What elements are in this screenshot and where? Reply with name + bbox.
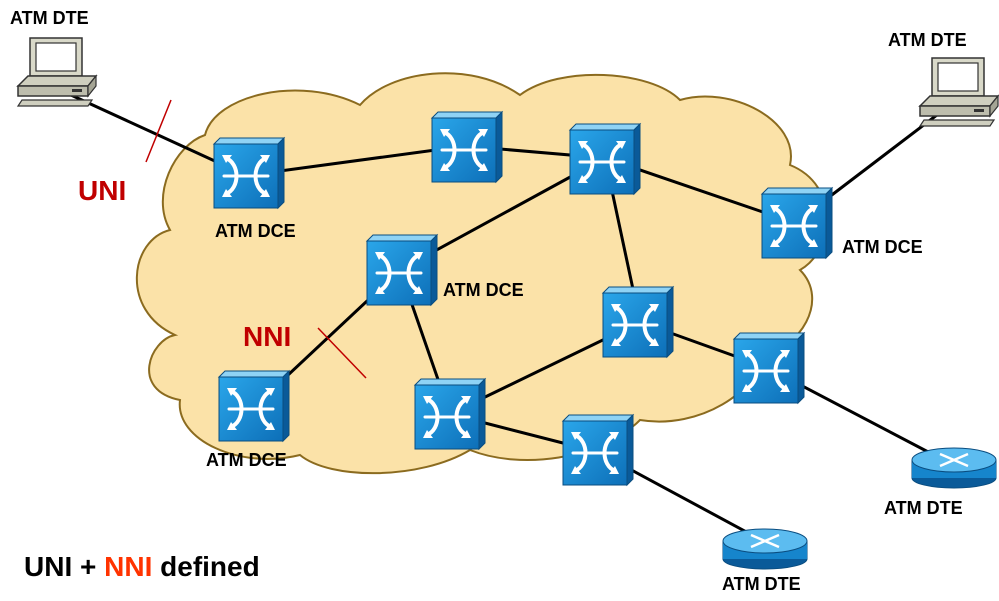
uni-label: UNI [78, 175, 127, 206]
caption-part1: UNI + [24, 551, 105, 582]
nni-interface-mark [317, 327, 367, 379]
atm-switch-icon [601, 285, 675, 359]
dce-label-right: ATM DCE [842, 237, 923, 257]
dte-label-bottom-mid: ATM DTE [722, 574, 801, 594]
uni-interface-mark [145, 99, 172, 163]
caption-part3: defined [152, 551, 260, 582]
dte-label-top-right: ATM DTE [888, 30, 967, 50]
router-icon [721, 527, 809, 571]
atm-switch-icon [413, 377, 487, 451]
dce-label-center: ATM DCE [443, 280, 524, 300]
atm-switch-icon [760, 186, 834, 260]
router-icon [910, 446, 998, 490]
caption-nni: NNI [104, 551, 153, 582]
dte-label-bottom-right: ATM DTE [884, 498, 963, 518]
dce-label-bottom-left: ATM DCE [206, 450, 287, 470]
computer-terminal-icon [919, 57, 999, 127]
atm-switch-icon [430, 110, 504, 184]
network-cloud [135, 72, 828, 475]
dce-label-top-left: ATM DCE [215, 221, 296, 241]
atm-switch-icon [217, 369, 291, 443]
nni-label: NNI [243, 321, 292, 352]
atm-switch-icon [365, 233, 439, 307]
atm-switch-icon [212, 136, 286, 210]
atm-switch-icon [561, 413, 635, 487]
dte-label-top-left: ATM DTE [10, 8, 89, 28]
atm-switch-icon [568, 122, 642, 196]
computer-terminal-icon [17, 37, 97, 107]
atm-switch-icon [732, 331, 806, 405]
caption: UNI + NNI defined [24, 551, 260, 583]
